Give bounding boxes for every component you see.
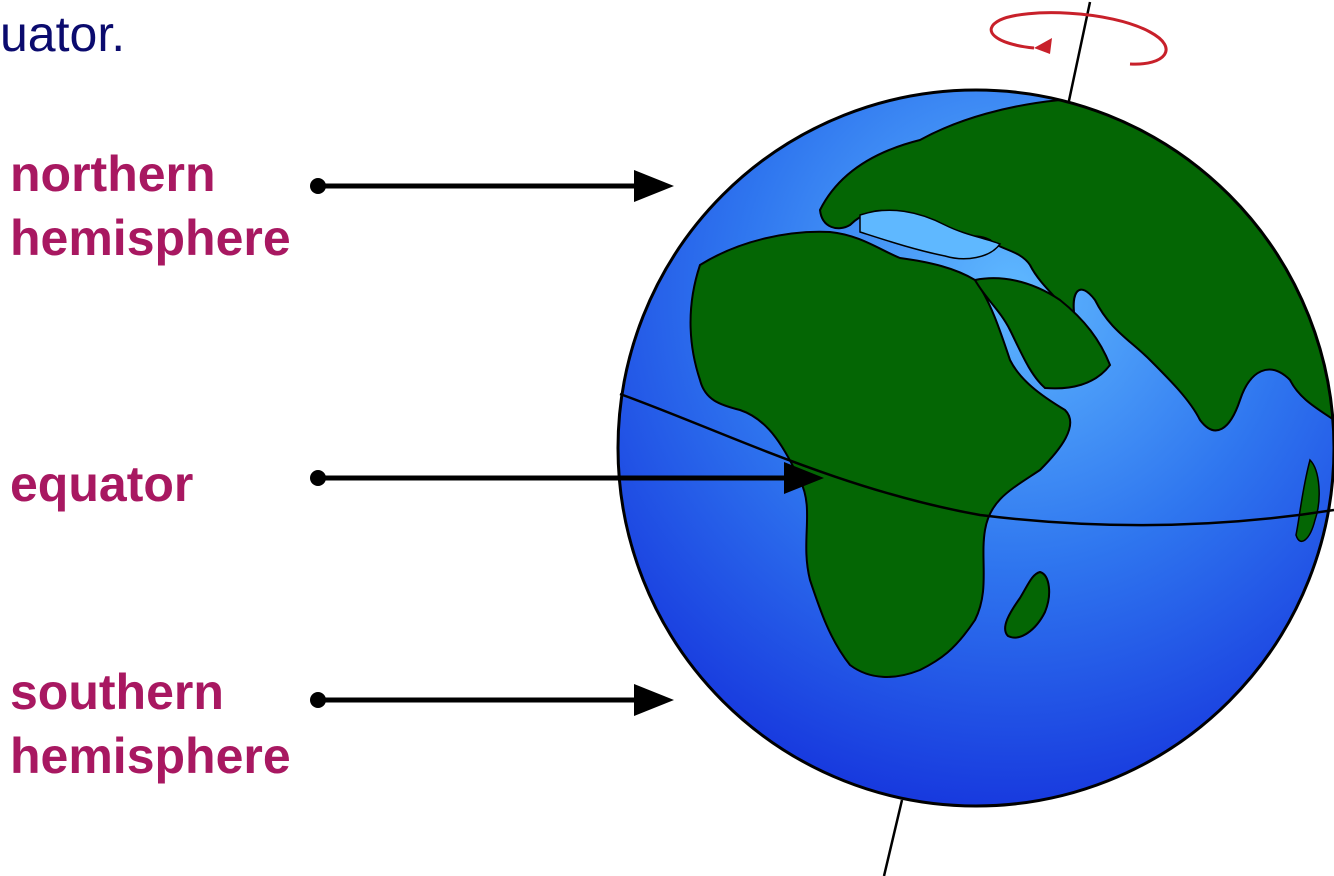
southern-arrow (310, 684, 674, 716)
earth-axis-top (1067, 2, 1090, 110)
globe (618, 90, 1334, 834)
earth-axis-bottom (884, 800, 902, 876)
northern-arrow (310, 170, 674, 202)
